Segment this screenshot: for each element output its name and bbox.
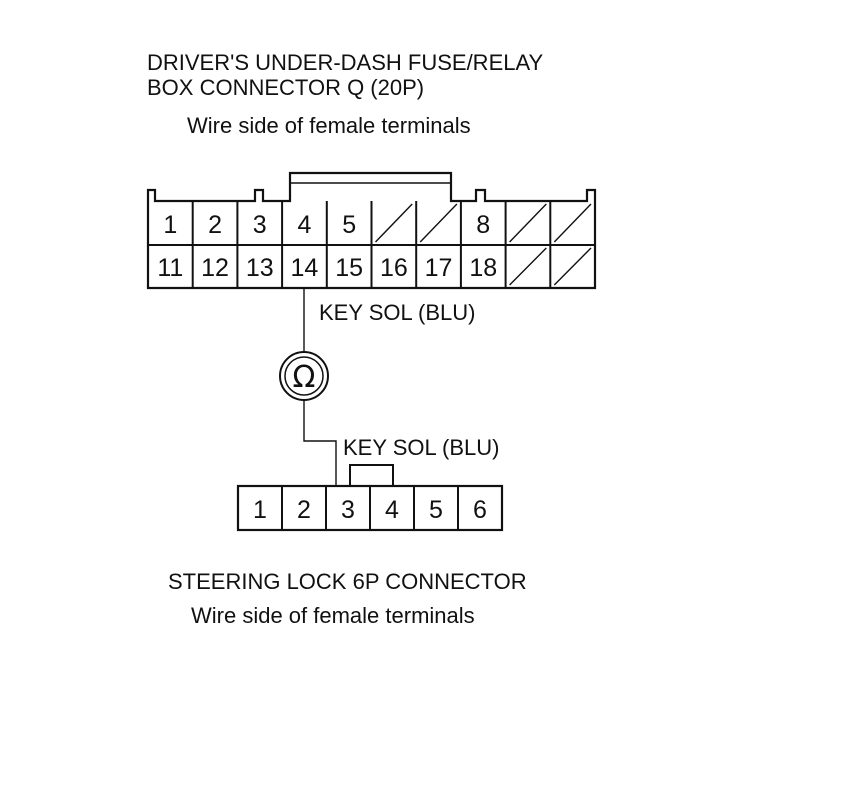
bottom-connector-pin-label: 6 bbox=[473, 496, 487, 524]
bottom-connector-pin-label: 2 bbox=[297, 496, 311, 524]
top-connector-pin-label: 15 bbox=[335, 254, 363, 282]
wire-label-top: KEY SOL (BLU) bbox=[319, 300, 476, 325]
top-connector-pin-label: 5 bbox=[342, 211, 356, 239]
top-connector-empty-cavity bbox=[553, 247, 592, 286]
top-connector-title-line1: DRIVER'S UNDER-DASH FUSE/RELAY bbox=[147, 50, 544, 75]
top-connector-outline bbox=[146, 171, 597, 290]
bottom-connector-pin-label: 4 bbox=[385, 496, 399, 524]
top-connector-pin-label: 4 bbox=[297, 211, 311, 239]
top-connector-pin-label: 14 bbox=[291, 254, 319, 282]
top-connector-pin-label: 3 bbox=[253, 211, 267, 239]
top-connector-title-line2: BOX CONNECTOR Q (20P) bbox=[147, 75, 424, 100]
top-connector-pin-label: 13 bbox=[246, 254, 274, 282]
bottom-connector-pin-label: 5 bbox=[429, 496, 443, 524]
top-connector-pin-label: 1 bbox=[163, 211, 177, 239]
bottom-connector-title: STEERING LOCK 6P CONNECTOR bbox=[168, 569, 527, 594]
top-connector-empty-cavity bbox=[419, 203, 458, 243]
bottom-connector-pin-label: 3 bbox=[341, 496, 355, 524]
top-connector-pin-label: 2 bbox=[208, 211, 222, 239]
top-connector-empty-cavity bbox=[509, 203, 547, 243]
bottom-connector-lock-tab bbox=[349, 464, 394, 487]
bottom-connector-pin-label: 1 bbox=[253, 496, 267, 524]
top-connector-empty-cavity bbox=[374, 203, 413, 243]
bottom-connector-6p: 1 2 3 4 5 6 bbox=[236, 464, 504, 532]
top-connector-pin-label: 8 bbox=[476, 211, 490, 239]
top-connector-subtitle: Wire side of female terminals bbox=[187, 113, 471, 138]
ohmmeter-symbol: Ω bbox=[279, 351, 329, 401]
top-connector-empty-cavity bbox=[553, 203, 592, 243]
wire-segment-bottom bbox=[303, 400, 337, 486]
top-connector-pin-label: 12 bbox=[201, 254, 229, 282]
top-connector-empty-cavity bbox=[509, 247, 547, 286]
top-connector-pin-label: 11 bbox=[157, 254, 183, 282]
top-connector-pin-label: 16 bbox=[380, 254, 408, 282]
top-connector-pin-label: 17 bbox=[425, 254, 453, 282]
wire-label-bottom: KEY SOL (BLU) bbox=[343, 435, 500, 460]
bottom-connector-subtitle: Wire side of female terminals bbox=[191, 603, 475, 628]
ohmmeter-inner-circle bbox=[284, 356, 324, 396]
ohm-icon: Ω bbox=[293, 360, 316, 395]
top-connector-pin-label: 18 bbox=[469, 254, 497, 282]
